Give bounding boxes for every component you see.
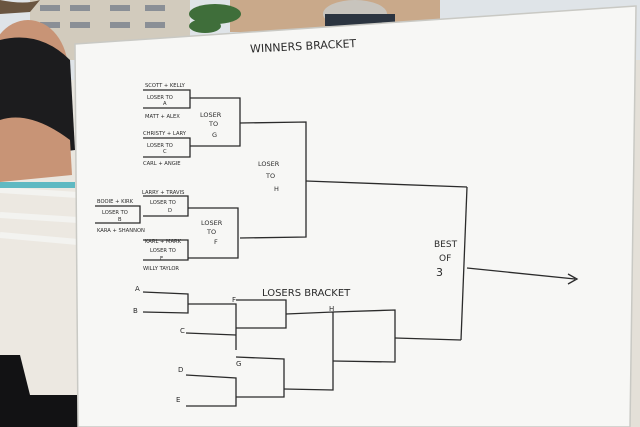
round2a-line2: TO bbox=[208, 120, 218, 128]
round2b-line1: LOSER bbox=[201, 219, 223, 227]
team1-mid-b: A bbox=[163, 101, 167, 107]
round2b-line2: TO bbox=[206, 228, 216, 236]
team1-mid-a: LOSER TO bbox=[147, 95, 173, 101]
semi-line2: TO bbox=[265, 172, 275, 180]
losers-slot-g: G bbox=[236, 360, 241, 368]
lounge-chair bbox=[0, 187, 79, 245]
final-line1: BEST bbox=[434, 240, 458, 250]
team5-bot: WILLY TAYLOR bbox=[143, 266, 179, 272]
losers-slot-f: F bbox=[232, 296, 236, 304]
semi-line3: H bbox=[274, 185, 279, 193]
team3-top: LARRY + TRAVIS bbox=[142, 190, 184, 196]
team2-mid-a: LOSER TO bbox=[147, 143, 173, 149]
losers-slot-a: A bbox=[135, 285, 140, 293]
team5-top: KARL + MARK bbox=[145, 239, 182, 245]
team1-top: SCOTT + KELLY bbox=[145, 83, 186, 89]
losers-slot-c: C bbox=[180, 327, 185, 335]
losers-bracket-lines bbox=[142, 291, 396, 407]
whiteboard bbox=[74, 5, 637, 427]
losers-slot-d: D bbox=[178, 366, 183, 374]
team5-mid-a: LOSER TO bbox=[150, 248, 176, 254]
team1-bot: MATT + ALEX bbox=[145, 114, 180, 120]
team3-mid-a: LOSER TO bbox=[150, 200, 176, 206]
team4-top: BOOIE + KIRK bbox=[97, 199, 134, 205]
final-arrow bbox=[466, 267, 579, 285]
winners-bracket-lines bbox=[95, 89, 468, 341]
losers-bracket-title: LOSERS BRACKET bbox=[262, 288, 351, 299]
semi-line1: LOSER bbox=[258, 160, 280, 168]
losers-slot-h: H bbox=[329, 305, 334, 313]
team2-mid-b: C bbox=[163, 149, 167, 155]
round2a-line3: G bbox=[212, 131, 217, 139]
final-line2: OF bbox=[439, 254, 451, 264]
team3-mid-b: D bbox=[168, 208, 172, 214]
team2-top: CHRISTY + LARY bbox=[143, 131, 187, 137]
team5-mid-b: E bbox=[160, 256, 163, 262]
towel-stripe bbox=[0, 182, 75, 188]
winners-bracket-title: WINNERS BRACKET bbox=[250, 37, 357, 56]
person-left bbox=[0, 0, 75, 182]
round2a-line1: LOSER bbox=[200, 111, 222, 119]
team4-bot: KARA + SHANNON bbox=[97, 228, 145, 234]
final-line3: 3 bbox=[436, 266, 443, 279]
team4-mid-a: LOSER TO bbox=[102, 210, 128, 216]
team2-bot: CARL + ANGIE bbox=[143, 161, 181, 167]
losers-slot-b: B bbox=[133, 307, 138, 315]
palm-tree bbox=[189, 4, 241, 33]
team4-mid-b: B bbox=[118, 217, 122, 223]
losers-slot-e: E bbox=[176, 396, 180, 404]
round2b-line3: F bbox=[214, 238, 218, 246]
